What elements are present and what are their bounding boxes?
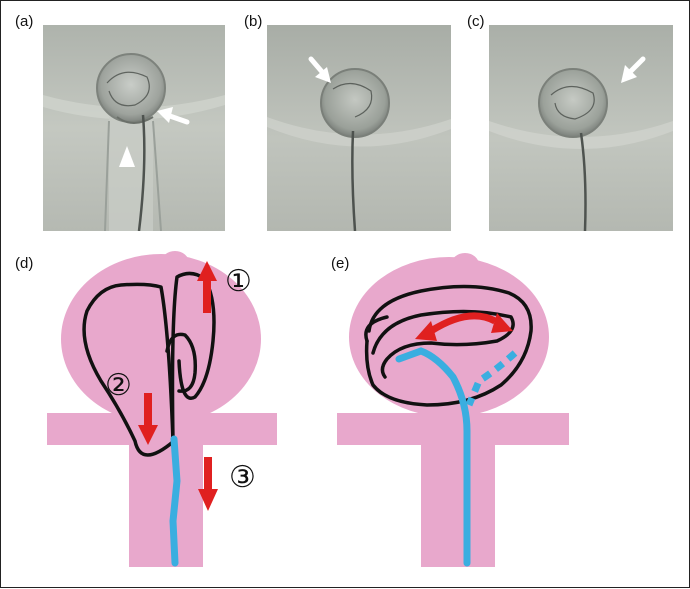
pink-body-e xyxy=(337,253,569,567)
photo-a xyxy=(43,25,225,231)
blue-wire-d xyxy=(169,435,181,567)
panel-label-e: (e) xyxy=(331,255,350,272)
panel-label-a: (a) xyxy=(15,13,34,30)
panel-label-d: (d) xyxy=(15,255,34,272)
blue-wire-e xyxy=(395,347,471,567)
blue-dotted-wire-e xyxy=(465,350,518,407)
red-arrow-icon xyxy=(198,457,218,511)
panel-label-c: (c) xyxy=(467,13,485,30)
wire-outline-e xyxy=(364,284,533,407)
red-arrow-icon xyxy=(138,393,158,445)
curved-double-arrow-icon xyxy=(415,312,513,341)
red-arrow-icon xyxy=(197,261,217,313)
photo-b xyxy=(267,25,451,231)
step-marker-2: ② xyxy=(105,368,132,403)
step-marker-1: ① xyxy=(225,264,252,299)
step-marker-3: ③ xyxy=(229,460,256,495)
panel-label-b: (b) xyxy=(244,13,263,30)
